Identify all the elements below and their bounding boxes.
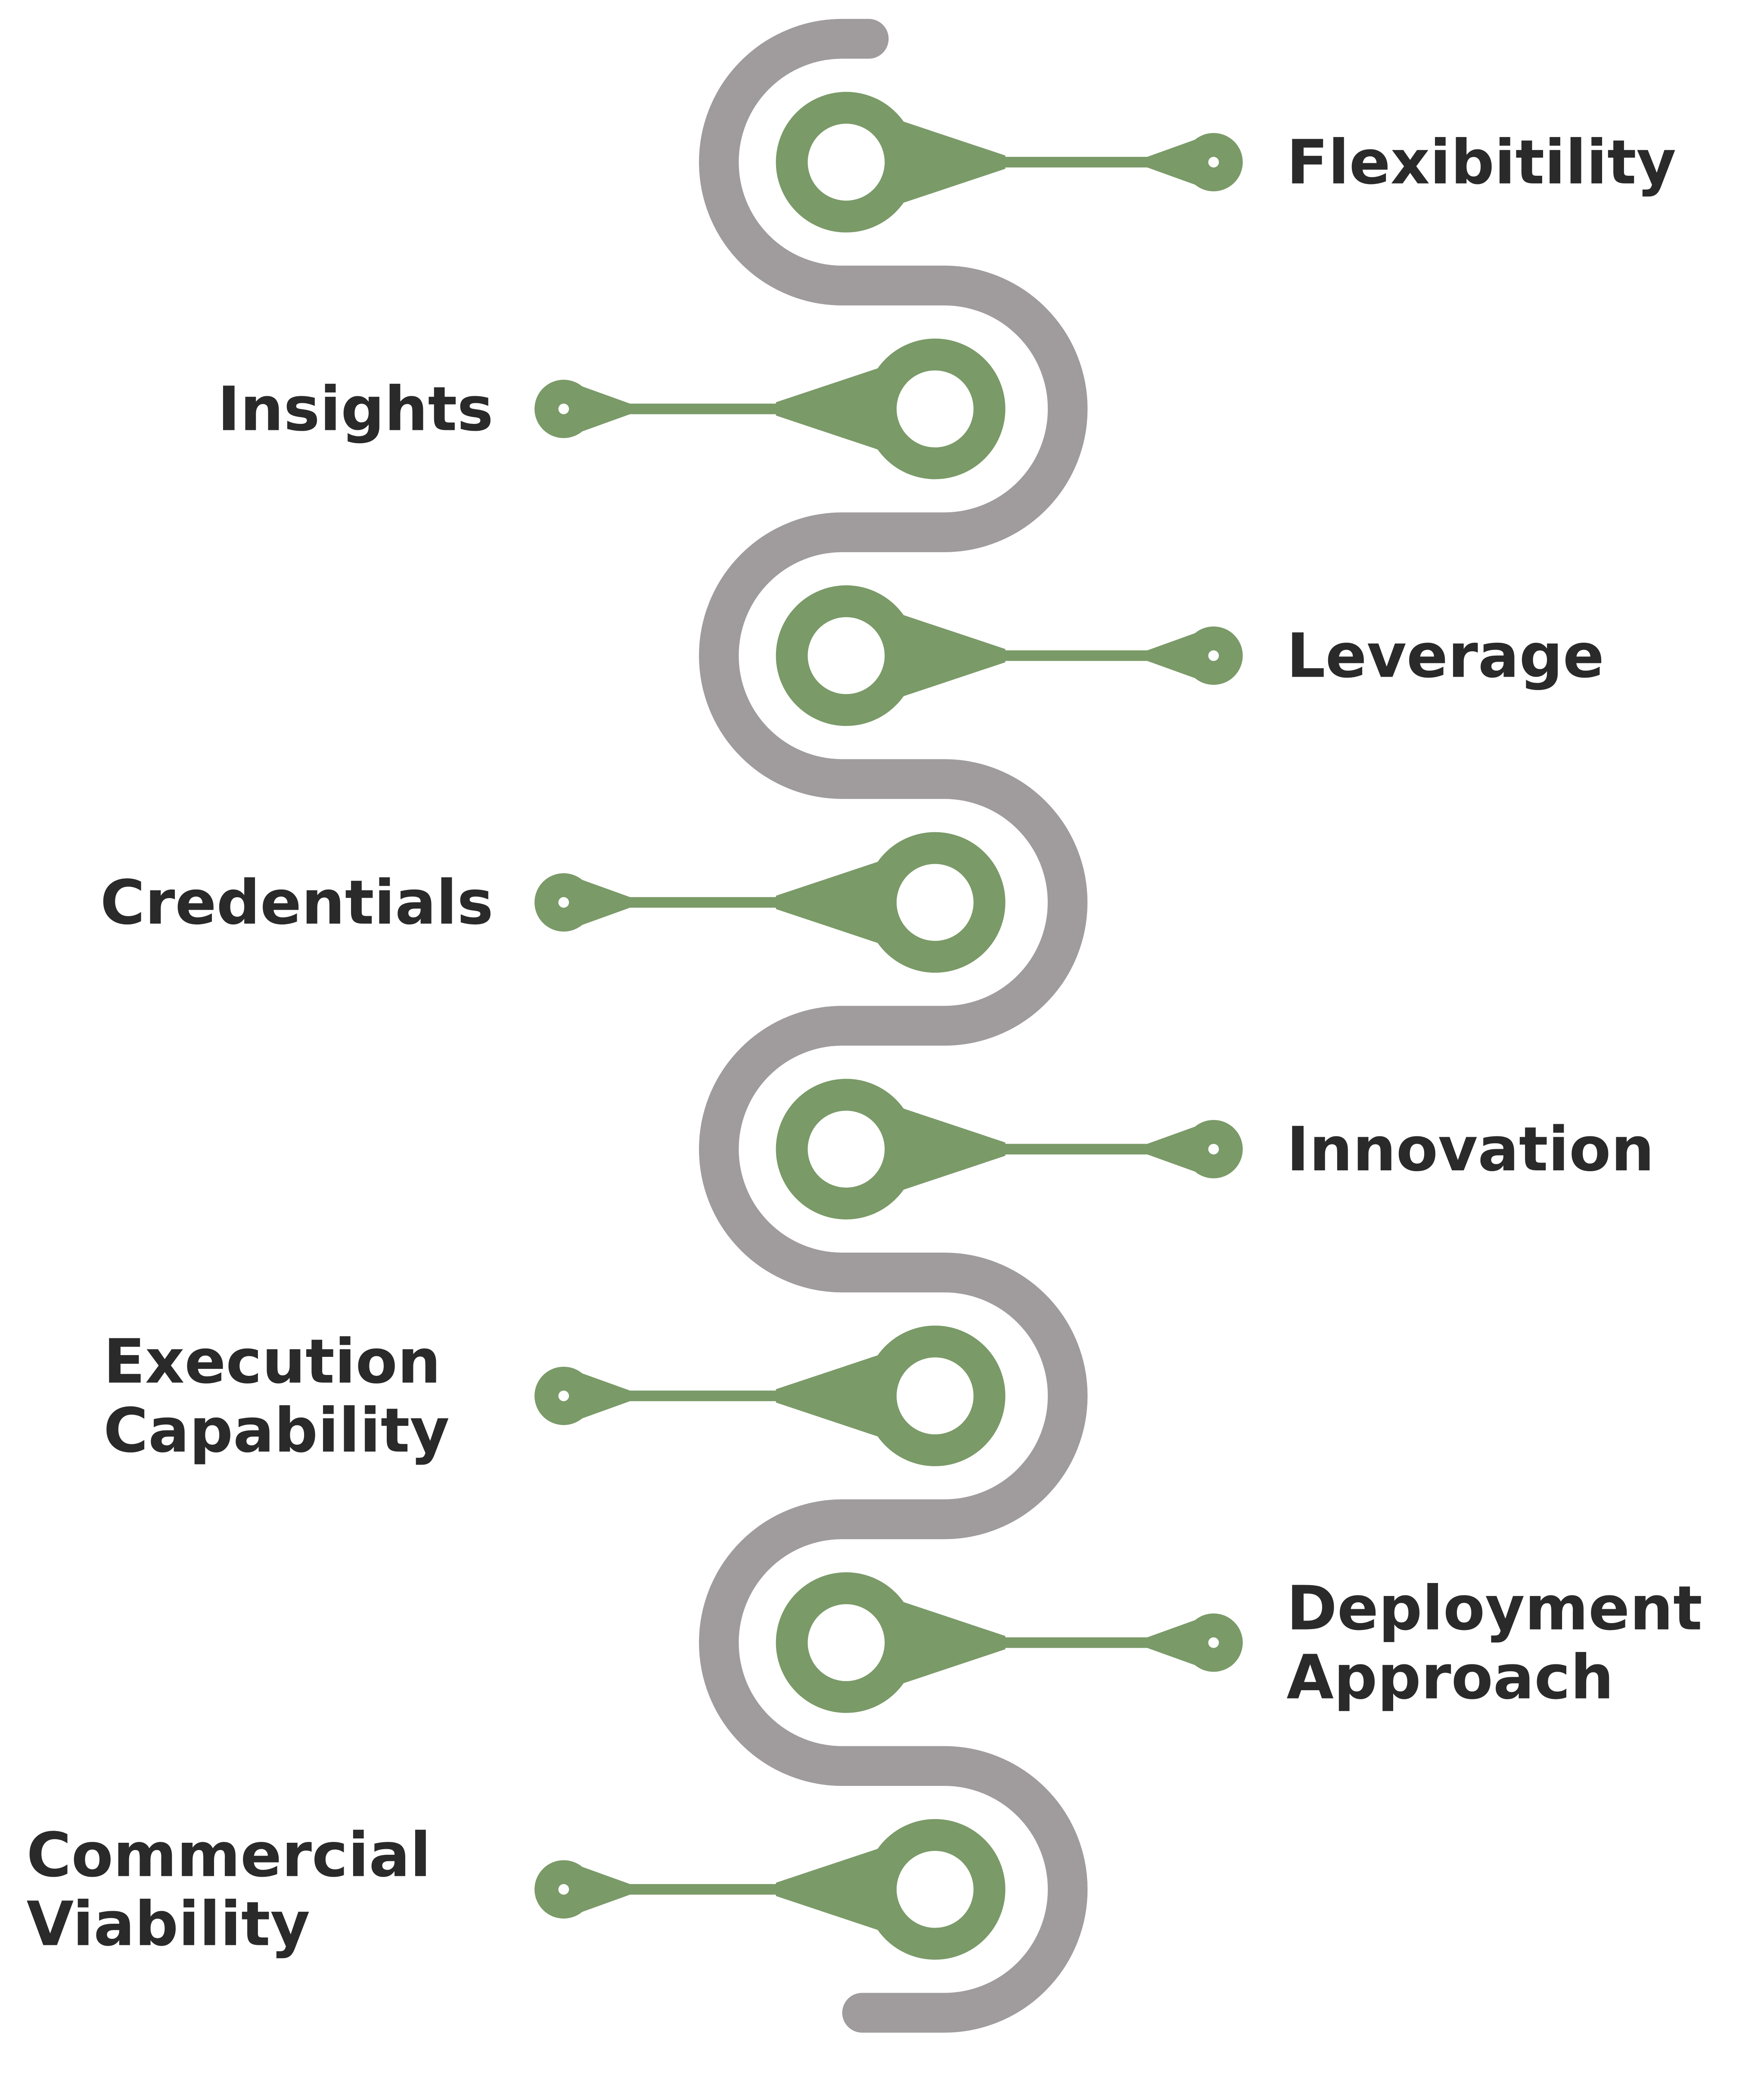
pin-marker [776, 92, 1243, 233]
item-label-line: Innovation [1286, 1114, 1654, 1185]
ring-icon [864, 1819, 1006, 1960]
ring-icon [776, 92, 917, 233]
pin-marker [776, 1572, 1243, 1713]
end-dot-center [558, 897, 569, 908]
item-label-line: Capability [103, 1396, 450, 1466]
item-label-line: Commercial [27, 1820, 431, 1891]
item-label: Insights [217, 374, 494, 445]
item-label-line: Execution [103, 1327, 441, 1397]
end-dot-center [1208, 1144, 1219, 1155]
pin-marker [534, 1325, 1006, 1466]
end-dot-center [1208, 1637, 1219, 1648]
end-dot-center [558, 1884, 569, 1895]
end-dot-center [1208, 157, 1219, 168]
item-label-line: Deployment [1286, 1574, 1702, 1644]
item-label-line: Insights [217, 374, 494, 445]
ring-icon [776, 1079, 917, 1219]
item-label: Flexibitility [1286, 128, 1676, 198]
item-label-line: Leverage [1286, 621, 1604, 691]
item-label-line: Flexibitility [1286, 128, 1676, 198]
winding-path [699, 19, 1088, 2033]
item-label-line: Approach [1286, 1642, 1614, 1713]
item-label: Leverage [1286, 621, 1604, 691]
pin-marker [776, 585, 1243, 726]
item-label-line: Credentials [100, 868, 494, 938]
ring-icon [864, 1325, 1006, 1466]
ring-icon [864, 339, 1006, 479]
ring-icon [776, 585, 917, 726]
pin-marker [534, 339, 1006, 479]
pin-marker [534, 832, 1006, 973]
end-dot-center [1208, 650, 1219, 661]
item-label: Credentials [100, 868, 494, 938]
item-label-line: Viability [27, 1889, 310, 1960]
end-dot-center [558, 403, 569, 414]
item-label: Innovation [1286, 1114, 1654, 1185]
ring-icon [864, 832, 1006, 973]
pin-marker [776, 1079, 1243, 1219]
end-dot-center [558, 1390, 569, 1401]
ring-icon [776, 1572, 917, 1713]
pin-marker [534, 1819, 1006, 1960]
